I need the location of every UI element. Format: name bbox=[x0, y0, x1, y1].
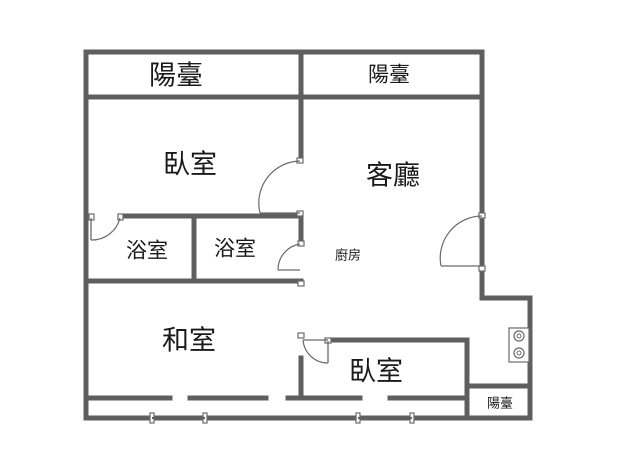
stove-icon bbox=[508, 327, 530, 363]
label-living-room: 客廳 bbox=[366, 160, 420, 192]
label-kitchen: 廚房 bbox=[334, 248, 362, 264]
outer-wall bbox=[83, 49, 533, 421]
door-bathroom-left bbox=[88, 213, 124, 241]
label-tatami-room: 和室 bbox=[162, 325, 216, 357]
label-balcony-small: 陽臺 bbox=[486, 396, 514, 412]
door-bathroom-right bbox=[277, 240, 305, 287]
label-bedroom-top: 臥室 bbox=[163, 149, 217, 181]
door-bedroom bbox=[258, 157, 304, 217]
door-living bbox=[439, 212, 486, 272]
label-balcony-right: 陽臺 bbox=[368, 62, 410, 87]
label-bedroom-bottom: 臥室 bbox=[349, 356, 403, 388]
label-balcony-left: 陽臺 bbox=[149, 60, 203, 92]
label-bathroom-left: 浴室 bbox=[126, 238, 168, 263]
door-bedroom-bottom bbox=[297, 332, 332, 364]
label-bathroom-right: 浴室 bbox=[214, 236, 256, 261]
